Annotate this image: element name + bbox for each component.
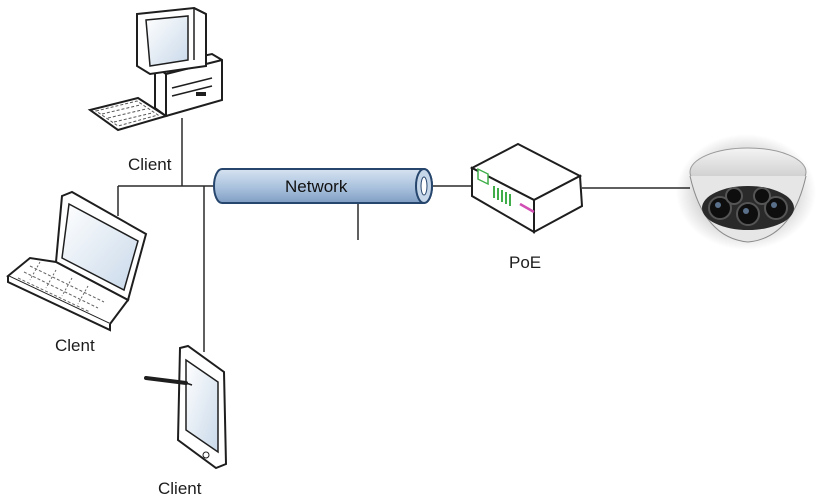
client-label-tablet: Client bbox=[158, 479, 202, 498]
poe-label: PoE bbox=[509, 253, 541, 272]
network-pipe: Network bbox=[213, 168, 433, 204]
tablet-icon bbox=[144, 344, 228, 470]
client-label-laptop: Clent bbox=[55, 336, 95, 355]
laptop-icon bbox=[6, 190, 148, 332]
connection-lines bbox=[117, 118, 690, 352]
desktop-computer-icon bbox=[87, 6, 223, 132]
client-label-desktop: Client bbox=[128, 155, 172, 174]
poe-switch-icon bbox=[469, 142, 584, 234]
network-label: Network bbox=[285, 177, 348, 196]
dome-camera-icon bbox=[676, 134, 816, 250]
